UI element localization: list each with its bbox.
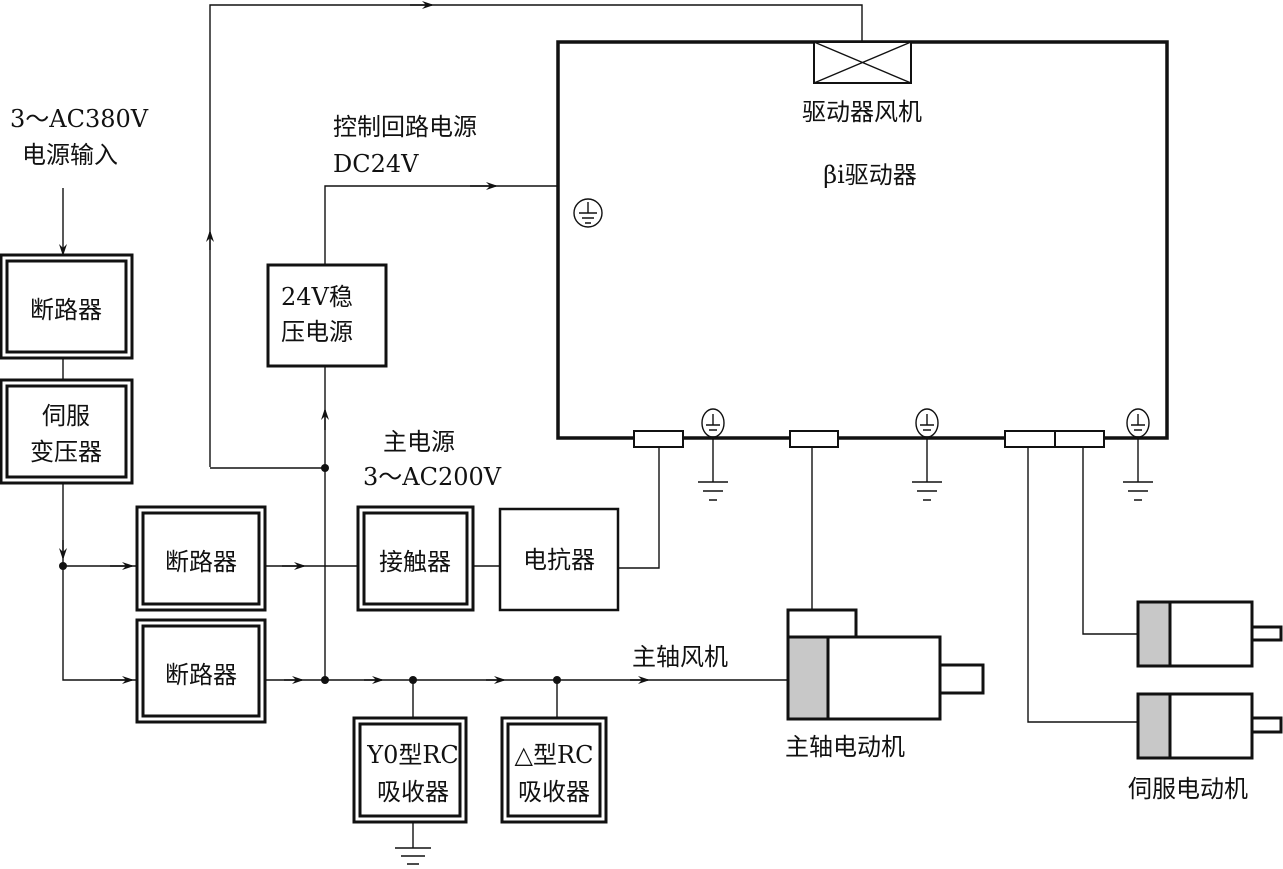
dc24v-wire xyxy=(324,185,558,265)
ground-icon xyxy=(1123,408,1153,501)
drive-label: βi驱动器 xyxy=(823,161,917,189)
contactor: 接触器 xyxy=(356,505,475,612)
svg-text:接触器: 接触器 xyxy=(379,548,451,576)
servo-motor-icon xyxy=(1136,692,1283,760)
input-voltage-label: 3～AC380V xyxy=(10,105,149,133)
spindle-motor-icon xyxy=(786,608,985,721)
breaker-1: 断路器 xyxy=(0,253,134,360)
transformer-out-wire xyxy=(62,483,137,681)
spindle-fan-wire xyxy=(265,679,788,718)
svg-text:变压器: 变压器 xyxy=(30,438,102,466)
servo-transformer: 伺服 变压器 xyxy=(0,378,134,485)
spindle-motor-label: 主轴电动机 xyxy=(785,733,905,761)
ground-icon xyxy=(698,408,728,501)
ac200v-label: 3～AC200V xyxy=(363,463,502,491)
main-power-label: 主电源 xyxy=(383,428,455,456)
servo-motor-icon xyxy=(1136,600,1283,668)
fan-feed-wire xyxy=(209,4,863,467)
spindle-fan-label: 主轴风机 xyxy=(632,643,728,671)
junction-dot xyxy=(321,464,329,472)
svg-text:断路器: 断路器 xyxy=(165,661,237,689)
ground-icon xyxy=(573,198,603,228)
svg-text:吸收器: 吸收器 xyxy=(518,778,590,806)
psu-label: 压电源 xyxy=(281,318,353,346)
ground-icon xyxy=(912,408,942,501)
psu-box xyxy=(266,263,388,368)
ground-icon xyxy=(395,822,431,865)
power-connector xyxy=(633,430,684,448)
dc24v-label: DC24V xyxy=(333,150,419,178)
input-label: 电源输入 xyxy=(22,141,118,169)
breaker-2: 断路器 xyxy=(135,505,267,612)
drive-fan-icon xyxy=(813,41,912,84)
svg-text:断路器: 断路器 xyxy=(30,296,102,324)
svg-text:断路器: 断路器 xyxy=(165,548,237,576)
rc-absorber-delta: △型RC 吸收器 xyxy=(500,716,608,824)
servo-wire xyxy=(1027,447,1138,723)
svg-text:吸收器: 吸收器 xyxy=(377,778,449,806)
control-power-label: 控制回路电源 xyxy=(333,113,477,141)
drive-fan-label: 驱动器风机 xyxy=(802,98,922,126)
servo-connector xyxy=(1004,430,1056,448)
svg-text:电抗器: 电抗器 xyxy=(523,546,595,574)
svg-text:Y0型RC: Y0型RC xyxy=(366,741,459,769)
svg-text:△型RC: △型RC xyxy=(515,741,594,769)
breaker-3: 断路器 xyxy=(135,618,267,724)
svg-text:伺服: 伺服 xyxy=(42,402,90,430)
rc-absorber-y: Y0型RC 吸收器 xyxy=(352,716,468,824)
main-power-wire xyxy=(265,447,660,569)
psu-label: 24V稳 xyxy=(281,283,353,311)
spindle-connector xyxy=(789,430,839,448)
reactor: 电抗器 xyxy=(498,507,620,612)
servo-connector xyxy=(1054,430,1105,448)
servo-motor-label: 伺服电动机 xyxy=(1128,775,1248,803)
